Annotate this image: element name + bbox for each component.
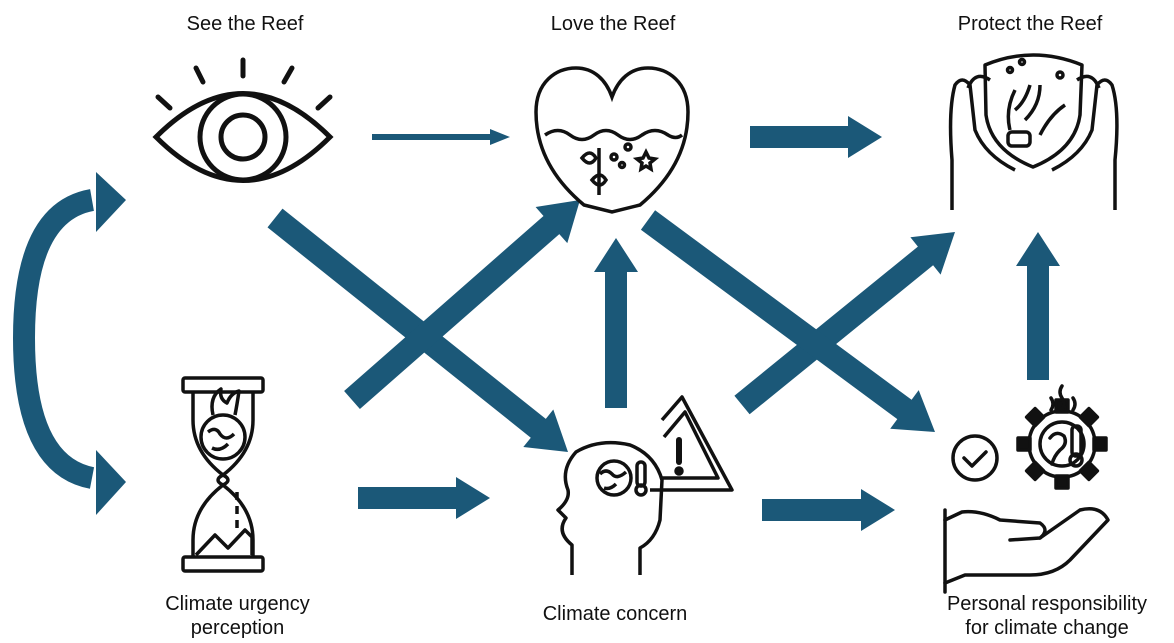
arrow-concern-to-love [594,238,638,408]
arrowhead-to-see [96,172,126,232]
hand-gear-check-icon [945,386,1108,592]
gear-tooth [1018,438,1030,450]
heart-reef-icon [536,68,688,212]
bidirectional-arrow-see-urgency [24,200,92,478]
arrowhead-to-urgency [96,450,126,515]
arrow-see-to-love [372,129,510,145]
arrow-urgency-to-concern [358,477,490,519]
arrow-responsibility-to-protect [1016,232,1060,380]
eye-icon [156,60,330,181]
gear-tooth [1080,462,1097,479]
arrow-love-to-responsibility [641,210,935,432]
gear-tooth [1094,438,1106,450]
hourglass-earth-icon [183,378,263,571]
gear-tooth [1080,409,1097,426]
head-warning-icon [558,397,732,575]
arrow-love-to-protect [750,116,882,158]
gear-tooth [1056,476,1068,488]
gear-tooth [1027,462,1044,479]
hands-reef-shield-icon [951,55,1117,210]
arrow-concern-to-responsibility [762,489,895,531]
gear-tooth [1027,409,1044,426]
arrows-layer [24,116,1060,531]
